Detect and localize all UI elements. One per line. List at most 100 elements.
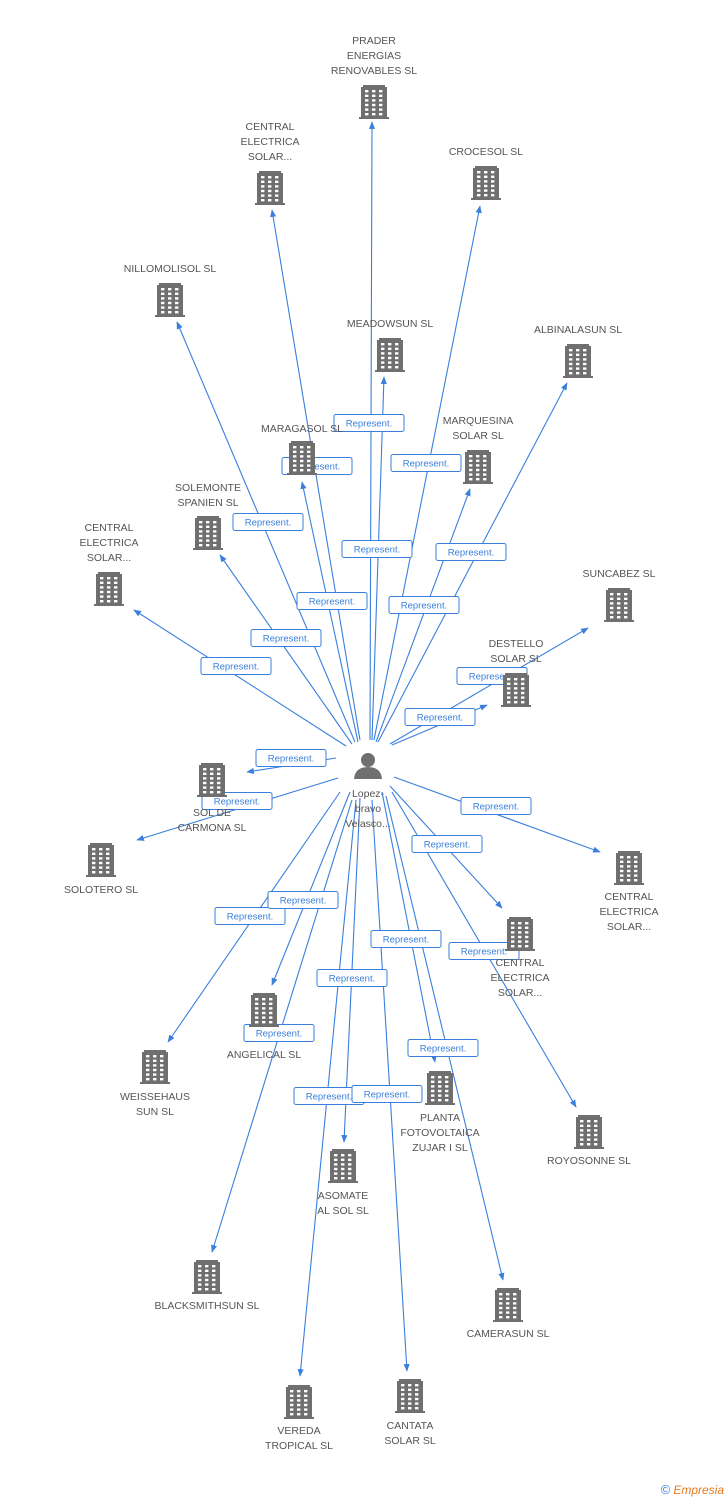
- footer-brand[interactable]: ©Empresia: [661, 1482, 724, 1497]
- company-node-solotero[interactable]: SOLOTERO SL: [64, 843, 138, 896]
- person-node[interactable]: Lopez-bravoVelasco...: [345, 753, 391, 830]
- relation-label-solcarmona[interactable]: Represent.: [255, 749, 327, 767]
- relation-label-camerasun[interactable]: Represent.: [407, 1039, 479, 1057]
- relation-label-prader[interactable]: Represent.: [333, 414, 405, 432]
- building-icon: [425, 1071, 455, 1105]
- relation-label-angelical[interactable]: Represent.: [267, 891, 339, 909]
- relation-pill-text: Represent.: [417, 712, 463, 723]
- edge-nillomolisol: [176, 321, 356, 743]
- building-icon: [328, 1149, 358, 1183]
- company-name-weissehaus-line-2: SUN SL: [136, 1106, 174, 1118]
- relation-pill-text: Represent.: [280, 895, 326, 906]
- company-node-camerasun[interactable]: CAMERASUN SL: [467, 1288, 550, 1340]
- company-node-suncabez[interactable]: SUNCABEZ SL: [583, 568, 656, 622]
- relation-label-central2[interactable]: Represent.: [200, 657, 272, 675]
- edge-crocesol: [373, 205, 482, 741]
- company-name-central3-line-2: ELECTRICA: [600, 906, 659, 918]
- relation-pill-text: Represent.: [294, 461, 340, 472]
- relation-label-albinalasun[interactable]: Represent.: [435, 543, 507, 561]
- relation-label-asomate[interactable]: Represent.: [316, 969, 388, 987]
- building-icon: [471, 166, 501, 200]
- building-icon: [493, 1288, 523, 1322]
- person-icon: [354, 753, 382, 779]
- company-name-solemonte-line-1: SOLEMONTE: [175, 482, 241, 494]
- relation-pill-text: Represent.: [424, 839, 470, 850]
- company-node-royosonne[interactable]: ROYOSONNE SL: [547, 1115, 631, 1167]
- relation-pill-box: [255, 749, 327, 767]
- building-icon: [574, 1115, 604, 1149]
- company-name-central1-line-3: SOLAR...: [248, 151, 292, 163]
- relation-pill-box: [388, 596, 460, 614]
- company-node-crocesol[interactable]: CROCESOL SL: [449, 146, 523, 200]
- building-icon: [287, 441, 317, 475]
- building-icon: [192, 1260, 222, 1294]
- edge-marquesina: [375, 488, 471, 743]
- building-icon: [359, 85, 389, 119]
- edge-central2: [133, 609, 347, 747]
- company-name-destello-line-2: SOLAR SL: [490, 653, 542, 665]
- company-name-central2-line-1: CENTRAL: [84, 522, 133, 534]
- relation-pill-box: [404, 708, 476, 726]
- edge-meadowsun: [371, 376, 387, 741]
- company-node-central1[interactable]: CENTRALELECTRICASOLAR...: [241, 121, 300, 205]
- company-name-central4-line-3: SOLAR...: [498, 987, 542, 999]
- edge-planta: [381, 791, 437, 1063]
- company-name-asomate-line-1: ASOMATE: [318, 1190, 369, 1202]
- relation-pill-text: Represent.: [448, 547, 494, 558]
- building-icon: [249, 993, 279, 1027]
- building-icon: [140, 1050, 170, 1084]
- relation-label-cantata[interactable]: Represent.: [351, 1085, 423, 1103]
- company-node-central3[interactable]: CENTRALELECTRICASOLAR...: [600, 851, 659, 933]
- relation-pill-text: Represent.: [383, 934, 429, 945]
- company-node-angelical[interactable]: ANGELICAL SL: [227, 993, 301, 1061]
- company-node-blacksmithsun[interactable]: BLACKSMITHSUN SL: [154, 1260, 260, 1312]
- relation-pill-box: [267, 891, 339, 909]
- relation-label-weissehaus[interactable]: Represent.: [214, 907, 286, 925]
- relation-pill-box: [316, 969, 388, 987]
- relation-label-marquesina[interactable]: Represent.: [388, 596, 460, 614]
- relation-pill-box: [232, 513, 304, 531]
- relation-label-maragasol[interactable]: Represent.: [296, 592, 368, 610]
- relation-pill-box: [460, 797, 532, 815]
- company-name-solcarmona-line-1: SOL DE: [193, 807, 231, 819]
- company-name-blacksmithsun-line-1: BLACKSMITHSUN SL: [154, 1300, 259, 1312]
- relation-pill-text: Represent.: [245, 517, 291, 528]
- company-node-maragasol[interactable]: MARAGASOL SL: [261, 423, 343, 475]
- relation-label-meadowsun[interactable]: Represent.: [341, 540, 413, 558]
- company-name-planta-line-3: ZUJAR I SL: [412, 1142, 468, 1154]
- relation-label-nillomolisol[interactable]: Represent.: [232, 513, 304, 531]
- company-node-albinalasun[interactable]: ALBINALASUN SL: [534, 324, 622, 378]
- relation-pill-box: [333, 414, 405, 432]
- relation-label-central3[interactable]: Represent.: [460, 797, 532, 815]
- relation-pill-box: [214, 907, 286, 925]
- relation-label-central4[interactable]: Represent.: [411, 835, 483, 853]
- building-icon: [614, 851, 644, 885]
- company-name-central2-line-2: ELECTRICA: [80, 537, 139, 549]
- company-node-meadowsun[interactable]: MEADOWSUN SL: [347, 318, 434, 372]
- relation-label-destello[interactable]: Represent.: [404, 708, 476, 726]
- company-node-central4[interactable]: CENTRALELECTRICASOLAR...: [491, 917, 550, 999]
- relation-pill-text: Represent.: [364, 1089, 410, 1100]
- building-icon: [604, 588, 634, 622]
- relation-label-planta[interactable]: Represent.: [370, 930, 442, 948]
- relation-pill-text: Represent.: [469, 671, 515, 682]
- relation-pill-text: Represent.: [214, 796, 260, 807]
- relation-label-blacksmithsun[interactable]: Represent.: [243, 1024, 315, 1042]
- company-name-solotero-line-1: SOLOTERO SL: [64, 884, 138, 896]
- relation-label-solemonte[interactable]: Represent.: [250, 629, 322, 647]
- company-node-nillomolisol[interactable]: NILLOMOLISOL SL: [124, 263, 217, 317]
- relation-pill-text: Represent.: [227, 911, 273, 922]
- company-name-central4-line-2: ELECTRICA: [491, 972, 550, 984]
- relation-label-crocesol[interactable]: Represent.: [390, 454, 462, 472]
- company-node-central2[interactable]: CENTRALELECTRICASOLAR...: [80, 522, 139, 606]
